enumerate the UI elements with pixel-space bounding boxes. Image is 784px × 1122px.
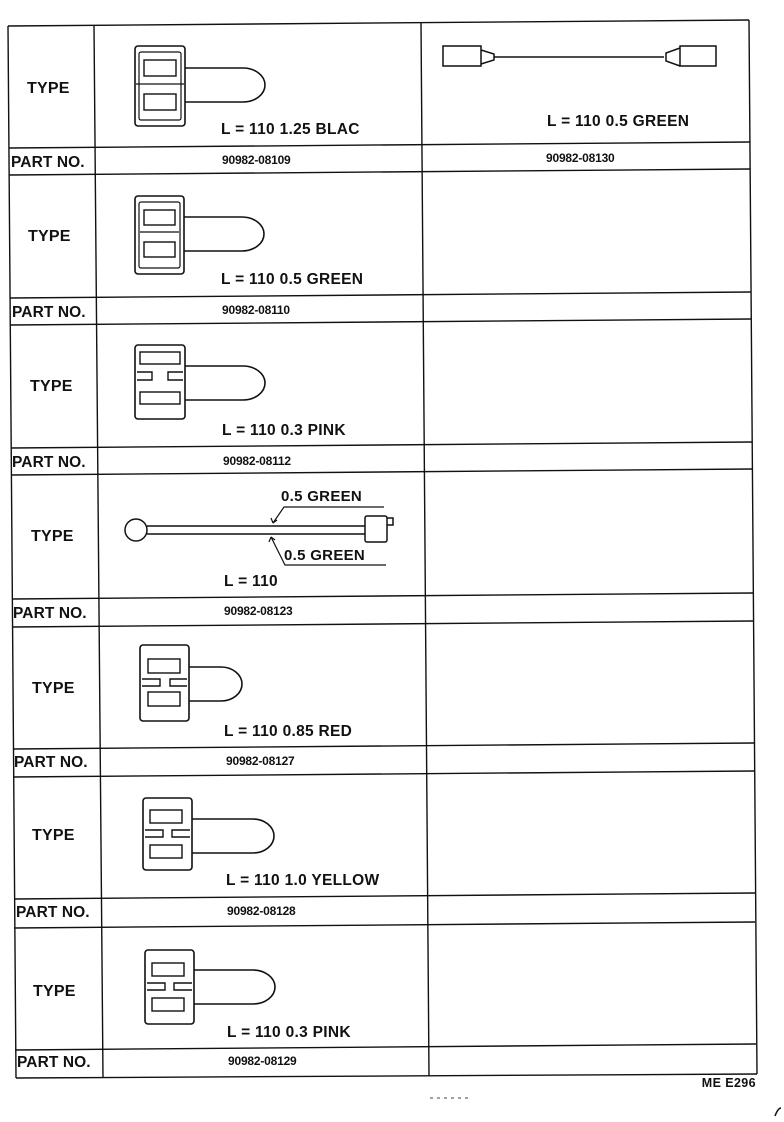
part-no-label-7: PART NO. (17, 1054, 91, 1071)
connector-drawing-2 (134, 195, 265, 275)
spec-right-1: L = 110 0.5 GREEN (547, 113, 690, 130)
spec-row-7: L = 110 0.3 PINK (227, 1024, 351, 1041)
spec-row-6: L = 110 1.0 YELLOW (226, 872, 380, 889)
part-no-label-2: PART NO. (12, 304, 86, 321)
connector-drawing-7 (144, 949, 276, 1025)
wire-label-lower: 0.5 GREEN (284, 547, 366, 564)
part-number-right-1: 90982-08130 (546, 151, 615, 165)
part-number-7: 90982-08129 (228, 1054, 297, 1068)
type-label-4: TYPE (31, 528, 74, 545)
part-number-4: 90982-08123 (224, 604, 293, 618)
part-no-label-3: PART NO. (12, 454, 86, 471)
part-no-label-6: PART NO. (16, 904, 90, 921)
part-number-3: 90982-08112 (223, 454, 291, 468)
part-number-1: 90982-08109 (222, 153, 291, 167)
spec-row-1: L = 110 1.25 BLAC (221, 121, 360, 138)
part-number-2: 90982-08110 (222, 303, 290, 317)
spec-row-2: L = 110 0.5 GREEN (221, 271, 364, 288)
part-number-6: 90982-08128 (227, 904, 296, 918)
type-label-3: TYPE (30, 378, 73, 395)
spec-row-5: L = 110 0.85 RED (224, 723, 353, 740)
part-no-label-4: PART NO. (13, 605, 87, 622)
type-label-1: TYPE (27, 80, 70, 97)
connector-drawing-3 (134, 344, 266, 420)
part-no-label-5: PART NO. (14, 754, 88, 771)
spec-row-3: L = 110 0.3 PINK (222, 422, 346, 439)
wire-drawing-4 (124, 506, 394, 566)
part-number-5: 90982-08127 (226, 754, 295, 768)
type-label-6: TYPE (32, 827, 75, 844)
wire-drawing-right (442, 45, 717, 67)
connector-drawing-1 (134, 45, 266, 127)
part-no-label-1: PART NO. (11, 154, 85, 171)
spec-row-4: L = 110 (224, 573, 278, 590)
connector-drawing-6 (142, 797, 275, 871)
page-code: ME E296 (701, 1076, 756, 1090)
wire-label-upper: 0.5 GREEN (281, 488, 363, 505)
type-label-5: TYPE (32, 680, 75, 697)
type-label-7: TYPE (33, 983, 76, 1000)
connector-drawing-5 (139, 644, 243, 722)
type-label-2: TYPE (28, 228, 71, 245)
